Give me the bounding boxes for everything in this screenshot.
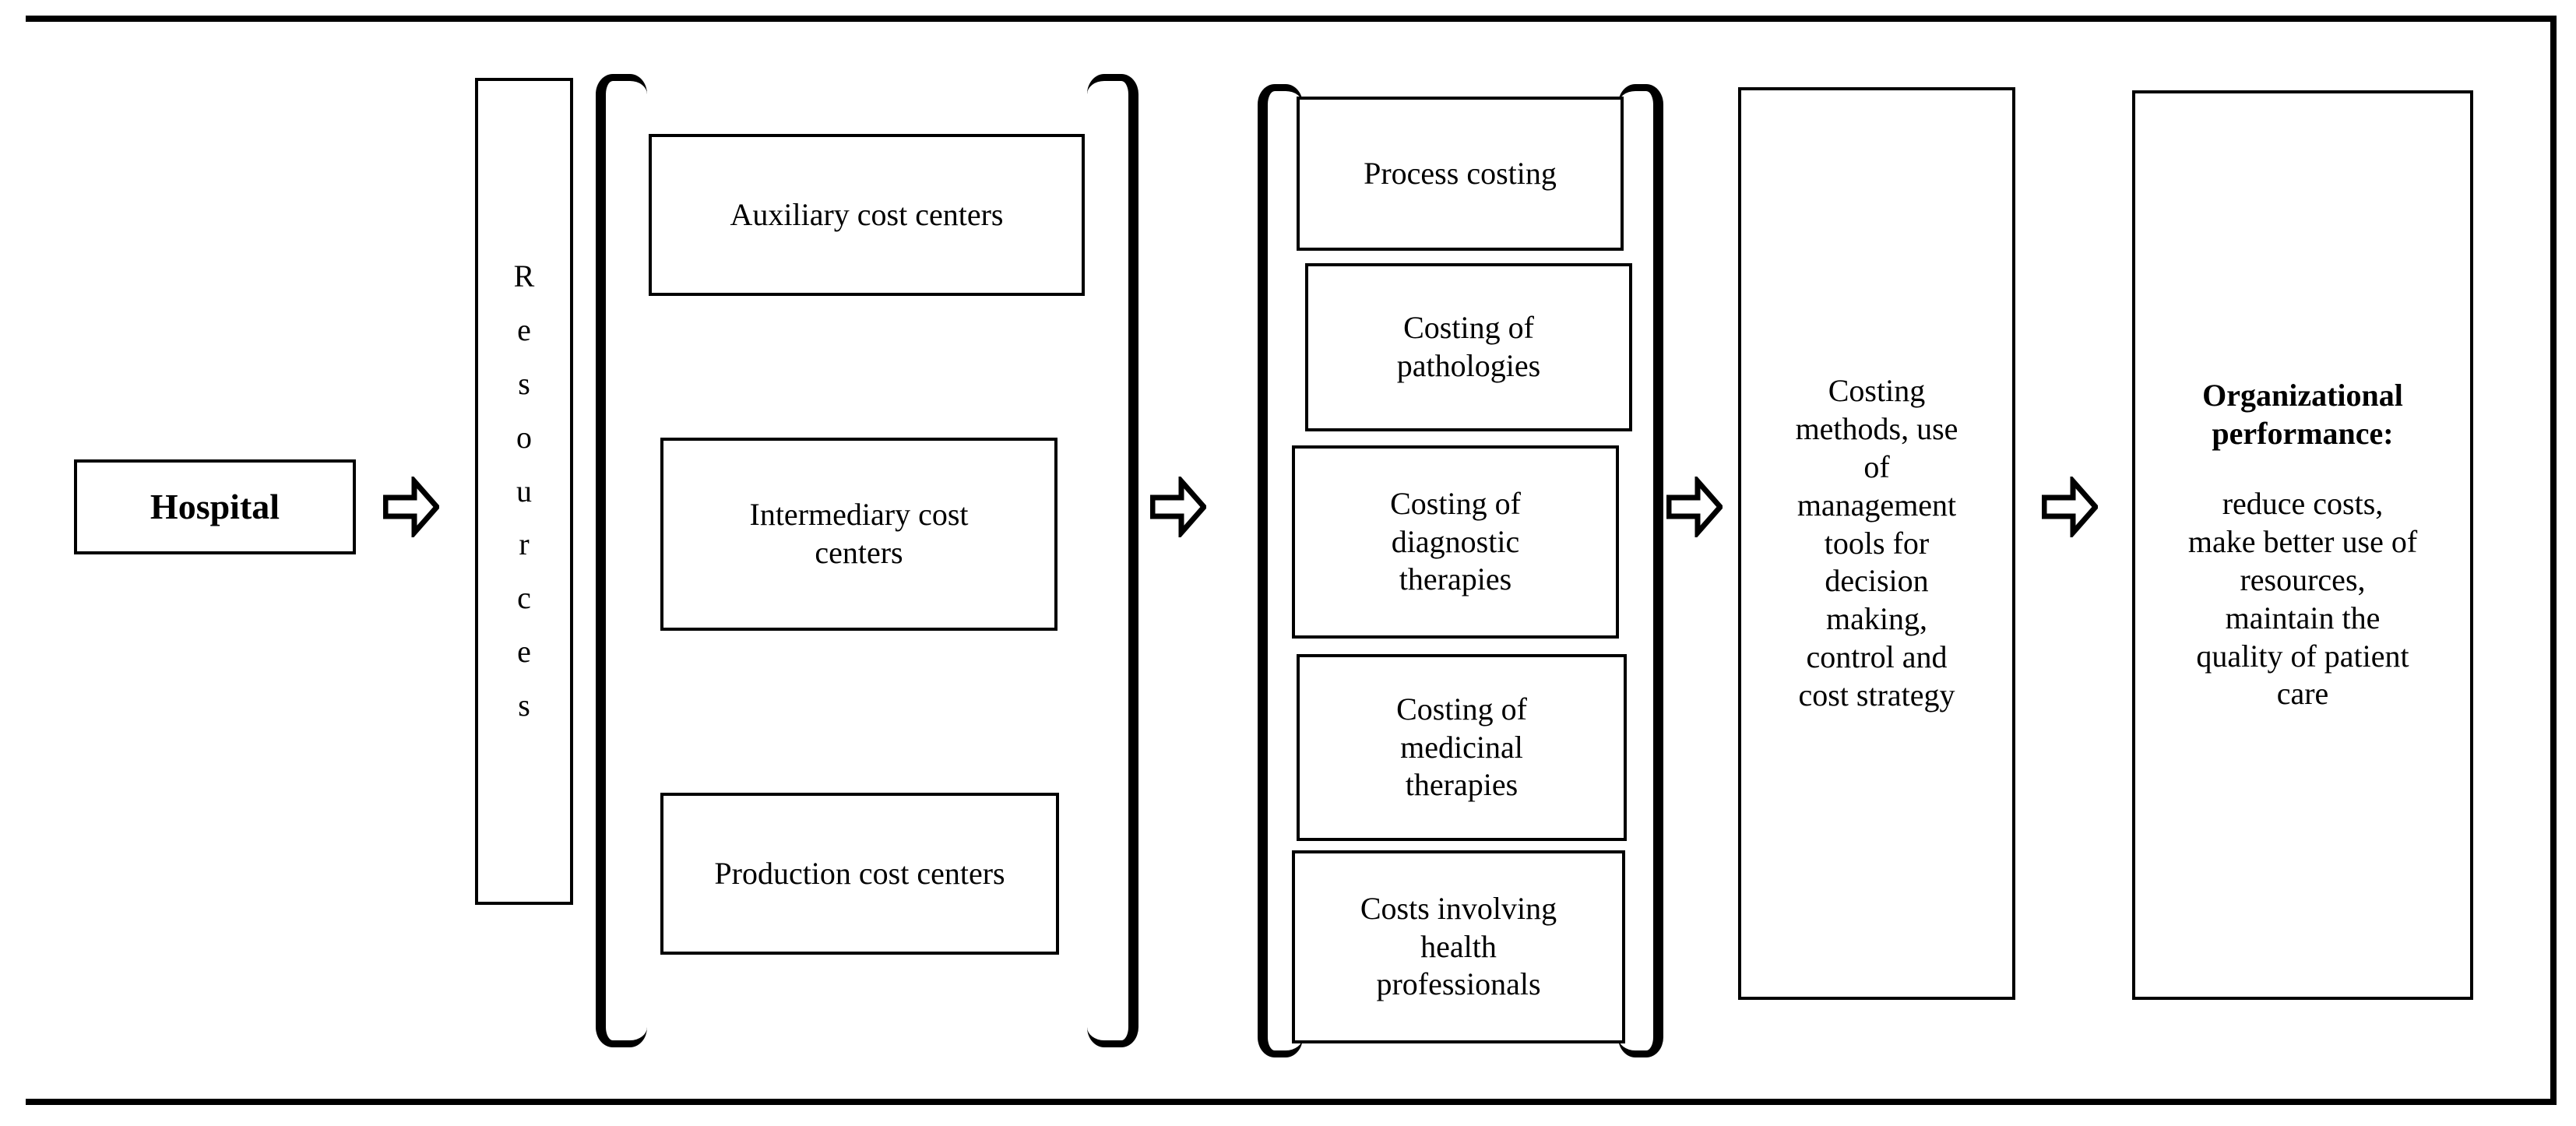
costs-involving-health-professionals-box: Costs involving health professionals: [1292, 850, 1625, 1043]
right-block-arrow-icon: [2042, 477, 2098, 537]
figure-right-rule: [2550, 16, 2557, 1105]
right-block-arrow-icon: [1150, 477, 1206, 537]
process-costing-label: Process costing: [1364, 155, 1557, 191]
costing-methods-label: Costing methods, use of management tools…: [1795, 373, 1958, 713]
cost-centers-right-bracket: [1087, 74, 1138, 1047]
organizational-performance-box: Organizational performance: reduce costs…: [2132, 90, 2473, 1000]
intermediary-cost-centers-label: Intermediary cost centers: [749, 497, 969, 570]
resources-box: R e s o u r c e s: [475, 78, 573, 905]
resources-letter: e: [517, 312, 531, 348]
resources-letter: R: [513, 259, 535, 294]
auxiliary-cost-centers-label: Auxiliary cost centers: [730, 196, 1004, 232]
resources-letter: r: [519, 526, 530, 562]
costing-of-diagnostic-therapies-box: Costing of diagnostic therapies: [1292, 445, 1619, 639]
resources-letter: o: [516, 419, 532, 455]
costing-of-pathologies-box: Costing of pathologies: [1305, 263, 1632, 431]
organizational-performance-heading: Organizational performance:: [2202, 377, 2403, 451]
organizational-performance-content: Organizational performance: reduce costs…: [2188, 377, 2417, 713]
organizational-performance-body: reduce costs, make better use of resourc…: [2187, 486, 2418, 712]
costing-of-diagnostic-therapies-label: Costing of diagnostic therapies: [1390, 485, 1521, 597]
resources-letter: s: [518, 366, 530, 401]
process-costing-box: Process costing: [1297, 97, 1624, 251]
costing-methods-box: Costing methods, use of management tools…: [1738, 87, 2015, 1000]
resources-letter: e: [517, 633, 531, 669]
auxiliary-cost-centers-box: Auxiliary cost centers: [649, 134, 1085, 296]
cost-centers-left-bracket: [596, 74, 647, 1047]
costing-of-medicinal-therapies-box: Costing of medicinal therapies: [1297, 654, 1627, 841]
right-block-arrow-icon: [1666, 477, 1723, 537]
right-block-arrow-icon: [383, 477, 439, 537]
hospital-box: Hospital: [74, 459, 356, 554]
costing-of-pathologies-label: Costing of pathologies: [1396, 310, 1541, 383]
resources-letter: s: [518, 687, 530, 723]
figure-top-rule: [26, 16, 2557, 22]
hospital-label: Hospital: [150, 486, 280, 526]
resources-letter: u: [516, 473, 532, 508]
resources-letter: c: [517, 580, 531, 616]
production-cost-centers-box: Production cost centers: [660, 793, 1059, 955]
intermediary-cost-centers-box: Intermediary cost centers: [660, 438, 1057, 631]
production-cost-centers-label: Production cost centers: [714, 855, 1005, 891]
costs-involving-health-professionals-label: Costs involving health professionals: [1360, 890, 1557, 1002]
figure-bottom-rule: [26, 1099, 2557, 1105]
costing-of-medicinal-therapies-label: Costing of medicinal therapies: [1396, 691, 1527, 803]
